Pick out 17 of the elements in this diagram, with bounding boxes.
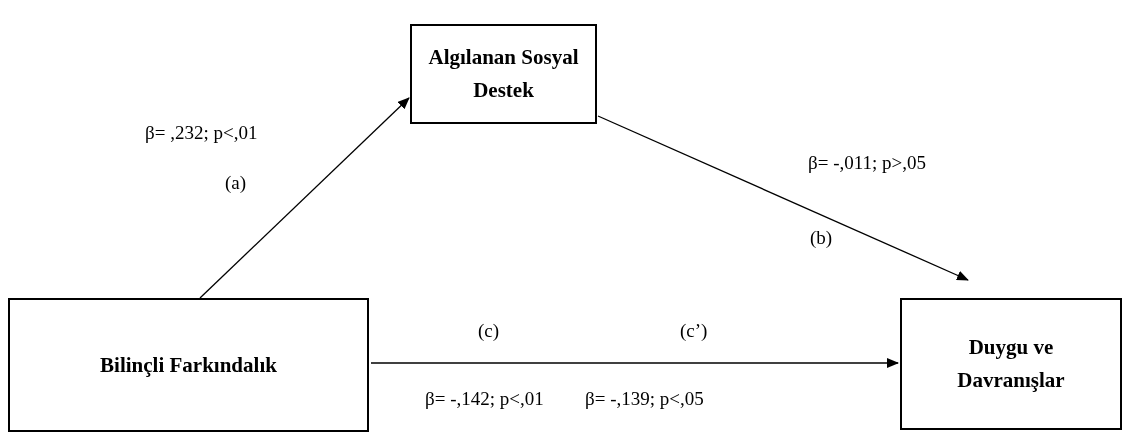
path-label: (c) (478, 320, 500, 342)
variable-box (8, 298, 369, 432)
coefficient-label: β= -,142; p<,01 (425, 388, 544, 410)
variable-name: Duygu ve Davranışlar (956, 334, 1066, 394)
path-label: (b) (810, 227, 833, 249)
variable-box (900, 298, 1122, 430)
coefficient-label: β= -,139; p<,05 (585, 388, 704, 410)
arrow (370, 358, 899, 368)
arrow (199, 97, 410, 299)
variable-name: Algılanan Sosyal Destek (428, 44, 579, 104)
path-label: (c’) (680, 320, 708, 342)
variable-box (410, 24, 597, 124)
arrow (597, 115, 969, 281)
coefficient-label: β= ,232; p<,01 (145, 122, 258, 144)
variable-name: Bilinçli Farkındalık (100, 351, 277, 379)
path-label: (a) (225, 172, 247, 194)
coefficient-label: β= -,011; p>,05 (808, 152, 926, 174)
